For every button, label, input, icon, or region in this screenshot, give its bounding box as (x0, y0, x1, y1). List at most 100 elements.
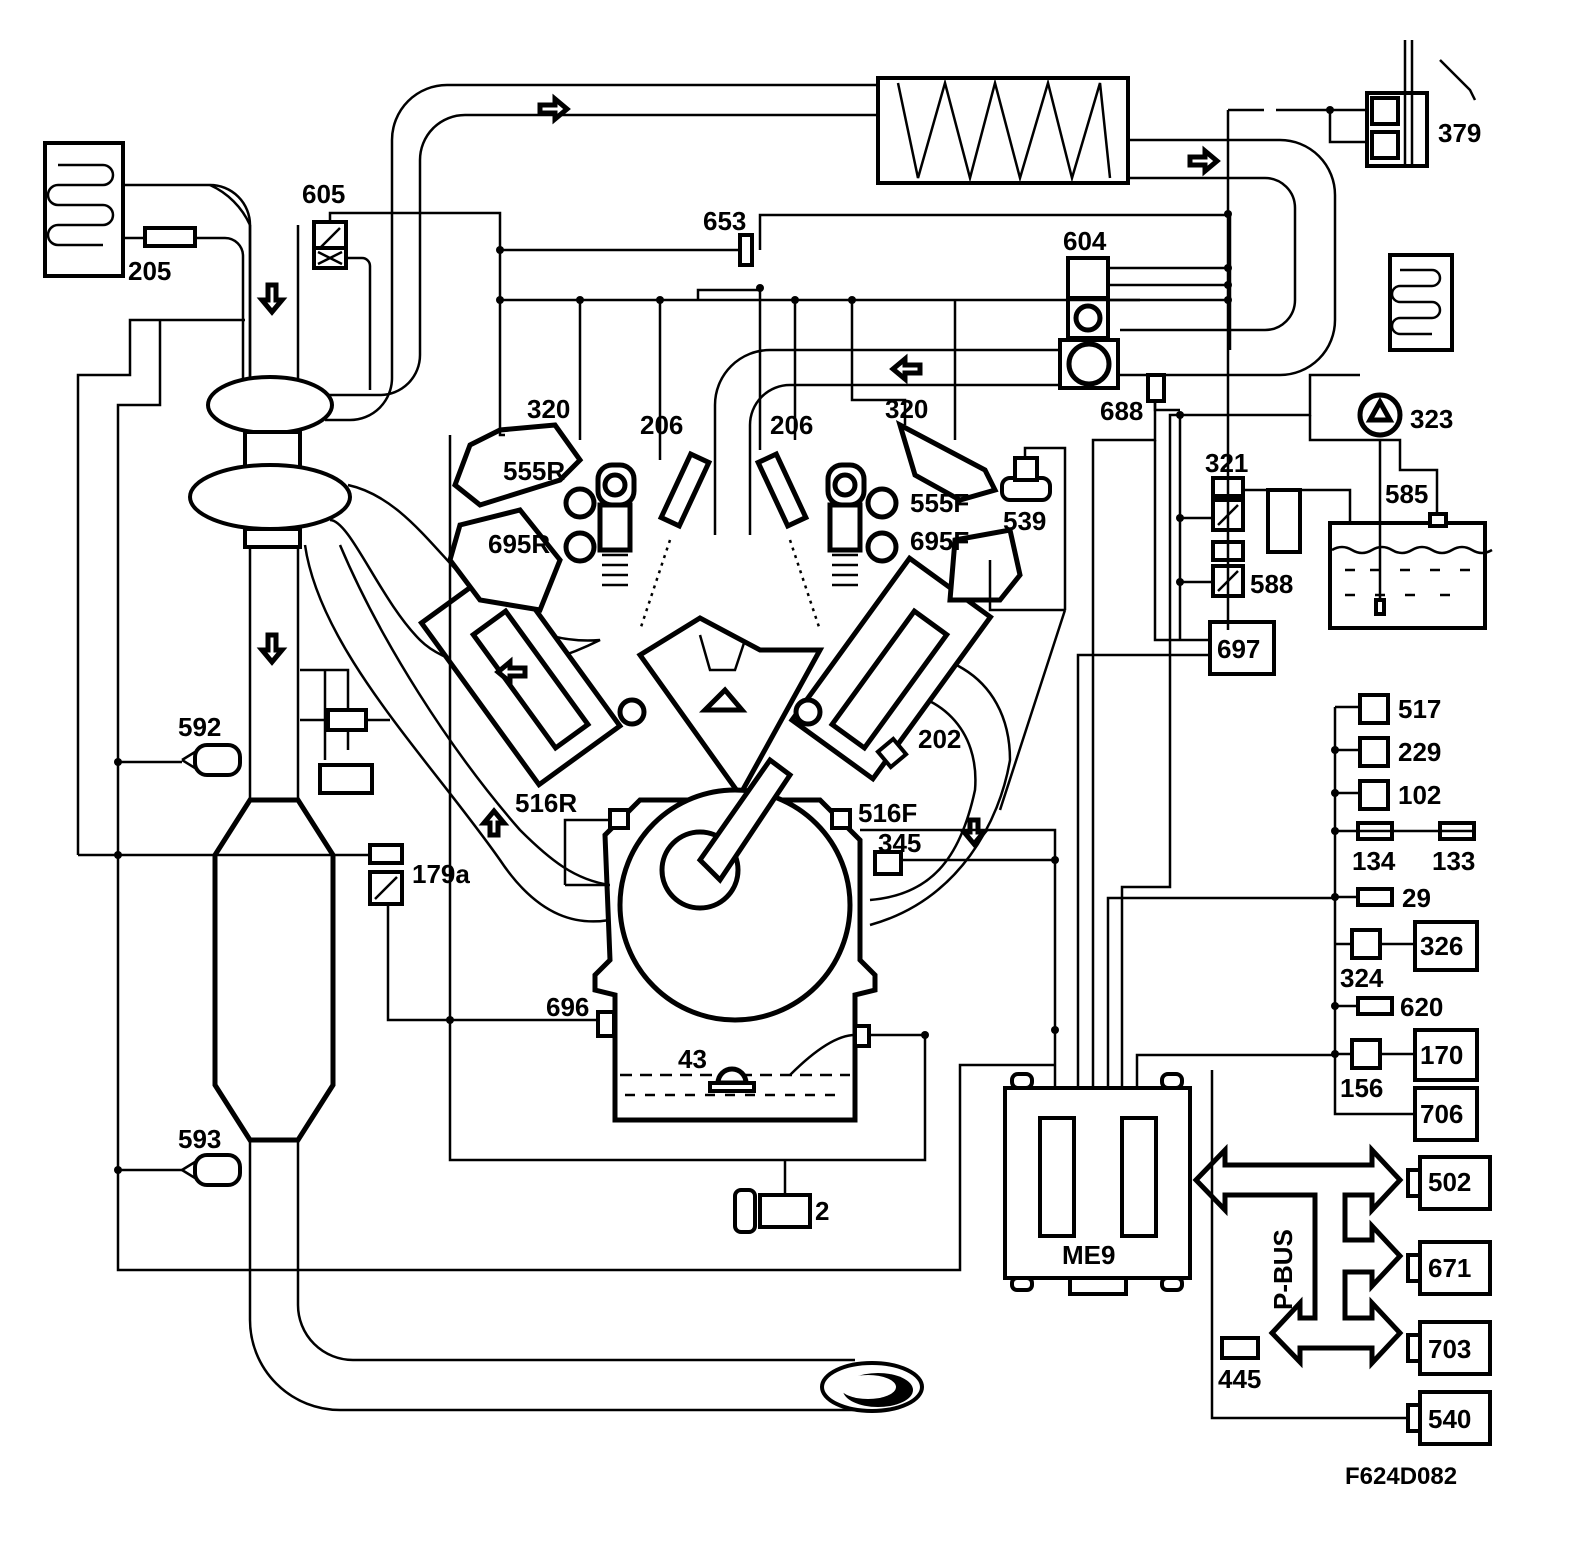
cam-sensor-555r-icon (563, 486, 597, 520)
cam-valve-695r-icon (563, 530, 597, 564)
label-156: 156 (1340, 1073, 1383, 1103)
label-445: 445 (1218, 1364, 1261, 1394)
label-133: 133 (1432, 846, 1475, 876)
relay-324 (1350, 928, 1382, 960)
label-206-front: 206 (770, 410, 813, 440)
figure-id: F624D082 (1345, 1463, 1457, 1490)
ecu-label: ME9 (1062, 1240, 1115, 1270)
module-445 (1220, 1336, 1260, 1360)
label-593: 593 (178, 1124, 221, 1154)
label-671: 671 (1428, 1253, 1471, 1283)
label-604: 604 (1063, 226, 1107, 256)
p-bus-arrows (1192, 1143, 1404, 1370)
temp-sensor-202 (875, 736, 909, 770)
label-695f: 695F (910, 526, 969, 556)
ecu-me9 (1003, 1072, 1192, 1296)
p-bus-label: P-BUS (1268, 1229, 1298, 1310)
label-179a: 179a (412, 859, 470, 889)
label-555f: 555F (910, 488, 969, 518)
intercooler-left (43, 141, 125, 278)
oil-level-sensor-43 (708, 1066, 756, 1093)
module-671 (1406, 1240, 1492, 1296)
injector-right-icon (754, 450, 822, 631)
label-134: 134 (1352, 846, 1396, 876)
relay-697 (1208, 620, 1276, 676)
label-517: 517 (1398, 694, 1441, 724)
switch-620 (1356, 996, 1394, 1016)
switch-517 (1358, 693, 1390, 725)
label-29: 29 (1402, 883, 1431, 913)
box-326 (1413, 920, 1479, 972)
wiring-harness (76, 106, 1439, 1272)
spark-plug-coil-right (825, 462, 867, 587)
label-102: 102 (1398, 780, 1441, 810)
label-43: 43 (678, 1044, 707, 1074)
fuel-tank-585 (1328, 440, 1493, 630)
tailpipe (820, 1361, 924, 1413)
switch-229 (1358, 736, 1390, 768)
switch-102 (1358, 779, 1390, 811)
label-696: 696 (546, 992, 589, 1022)
label-345: 345 (878, 828, 921, 858)
label-379: 379 (1438, 118, 1481, 148)
oxygen-sensor-593 (181, 1153, 242, 1187)
module-540 (1406, 1390, 1492, 1446)
module-502 (1406, 1155, 1492, 1211)
flow-arrows (256, 93, 1221, 848)
label-320-front: 320 (885, 394, 928, 424)
spark-plug-coil-left (595, 462, 637, 587)
label-688: 688 (1100, 396, 1143, 426)
pressure-sensor-653 (738, 233, 754, 267)
turbocharger (188, 375, 352, 549)
label-170: 170 (1420, 1040, 1463, 1070)
charge-air-sensor-205 (143, 226, 197, 248)
fuel-pump-323 (1357, 392, 1403, 438)
box-706 (1413, 1086, 1479, 1142)
label-605: 605 (302, 179, 345, 209)
alternator-2 (733, 1160, 812, 1234)
cam-valve-695f-icon (865, 530, 899, 564)
label-323: 323 (1410, 404, 1453, 434)
throttle-body-604 (1058, 256, 1120, 390)
label-205: 205 (128, 256, 171, 286)
label-706: 706 (1420, 1099, 1463, 1129)
sensor-696 (596, 1010, 616, 1038)
label-2: 2 (815, 1196, 829, 1226)
label-202: 202 (918, 724, 961, 754)
label-320-rear: 320 (527, 394, 570, 424)
label-229: 229 (1398, 737, 1441, 767)
accelerator-pedal-379 (1365, 40, 1477, 168)
label-585: 585 (1385, 479, 1428, 509)
label-516f: 516F (858, 798, 917, 828)
label-206-rear: 206 (640, 410, 683, 440)
knock-sensor-516r (608, 808, 630, 830)
bypass-valve-605 (312, 220, 372, 390)
label-502: 502 (1428, 1167, 1471, 1197)
valve-179a (318, 708, 404, 906)
label-620: 620 (1400, 992, 1443, 1022)
label-653: 653 (703, 206, 746, 236)
oxygen-sensor-592 (181, 743, 242, 777)
label-321: 321 (1205, 448, 1248, 478)
label-695r: 695R (488, 529, 550, 559)
module-703 (1406, 1320, 1492, 1376)
relay-156 (1350, 1038, 1382, 1070)
label-697: 697 (1217, 634, 1260, 664)
box-170 (1413, 1028, 1479, 1082)
charge-air-cooler-top (876, 76, 1130, 185)
label-555r: 555R (503, 456, 565, 486)
sensor-688 (1146, 373, 1166, 403)
injector-left-icon (638, 450, 713, 631)
label-592: 592 (178, 712, 221, 742)
cam-sensor-555f-icon (865, 486, 899, 520)
label-516r: 516R (515, 788, 577, 818)
knock-sensor-516f (830, 808, 852, 830)
label-326: 326 (1420, 931, 1463, 961)
label-703: 703 (1428, 1334, 1471, 1364)
label-588: 588 (1250, 569, 1293, 599)
label-540: 540 (1428, 1404, 1471, 1434)
label-539: 539 (1003, 506, 1046, 536)
switch-29 (1356, 887, 1394, 907)
crank-sensor-345 (873, 850, 903, 876)
